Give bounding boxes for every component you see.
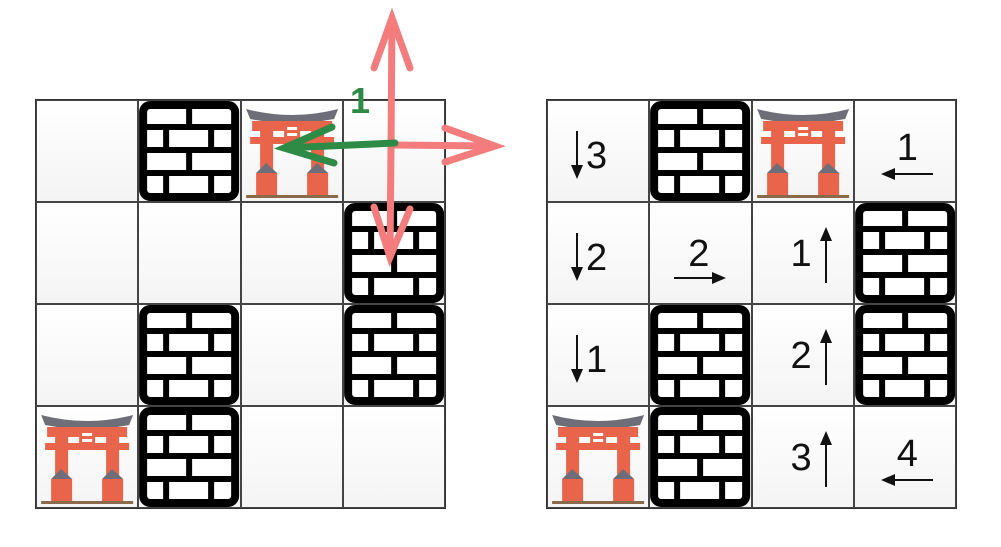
- cell-r0-c2-gate: [240, 100, 343, 202]
- step-number: 1: [586, 339, 608, 381]
- cell-r2-c2-empty: [240, 304, 343, 406]
- cell-r0-c0-empty: [36, 100, 139, 202]
- torii-gate-icon: [41, 415, 134, 504]
- arrow-down-icon: [571, 131, 583, 179]
- cell-r1-c1-empty: 2: [649, 202, 752, 304]
- arrow-left-icon: [880, 474, 933, 486]
- step-number: 2: [790, 335, 812, 377]
- right-grid: 3 1 2 2 1 1 2 3 4: [546, 99, 957, 509]
- brick-wall-icon: [650, 305, 751, 405]
- cell-r3-c3-empty: [342, 406, 445, 508]
- arrow-down-icon: [571, 233, 583, 281]
- cell-r3-c1-wall: [649, 406, 752, 508]
- step-number: 1: [790, 233, 812, 275]
- cell-r2-c1-wall: [649, 304, 752, 406]
- arrow-up-icon: [819, 227, 832, 283]
- green-step-label: 1: [350, 80, 371, 121]
- cell-r0-c1-wall: [138, 100, 241, 202]
- cell-r1-c1-empty: [138, 202, 241, 304]
- cell-r0-c1-wall: [649, 100, 752, 202]
- arrow-right-icon: [674, 272, 727, 284]
- step-number: 3: [586, 135, 608, 177]
- cell-r3-c2-empty: 3: [751, 406, 854, 508]
- cell-r3-c2-empty: [240, 406, 343, 508]
- cell-r1-c3-wall: [342, 202, 445, 304]
- step-number: 2: [688, 233, 710, 275]
- cell-r2-c1-wall: [138, 304, 241, 406]
- arrow-up-icon: [819, 329, 832, 385]
- cell-r1-c3-wall: [853, 202, 956, 304]
- brick-wall-icon: [139, 305, 240, 405]
- torii-gate-icon: [245, 109, 338, 198]
- cell-r2-c0-empty: 1: [547, 304, 650, 406]
- cell-r2-c3-wall: [853, 304, 956, 406]
- cell-r0-c0-empty: 3: [547, 100, 650, 202]
- brick-wall-icon: [139, 407, 240, 507]
- step-number: 1: [896, 127, 918, 169]
- brick-wall-icon: [854, 203, 955, 303]
- cell-r3-c0-gate: [36, 406, 139, 508]
- cell-r1-c2-empty: [240, 202, 343, 304]
- cell-r1-c0-empty: 2: [547, 202, 650, 304]
- cell-r3-c3-empty: 4: [853, 406, 956, 508]
- left-grid: [35, 99, 446, 509]
- cell-r3-c0-gate: [547, 406, 650, 508]
- cell-r3-c1-wall: [138, 406, 241, 508]
- cell-r2-c0-empty: [36, 304, 139, 406]
- torii-gate-icon: [756, 109, 849, 198]
- brick-wall-icon: [343, 305, 444, 405]
- brick-wall-icon: [650, 407, 751, 507]
- arrow-down-icon: [571, 335, 583, 383]
- step-number: 2: [586, 237, 608, 279]
- cell-r0-c3-empty: 1: [853, 100, 956, 202]
- cell-r2-c2-empty: 2: [751, 304, 854, 406]
- cell-r2-c3-wall: [342, 304, 445, 406]
- arrow-up-icon: [819, 431, 832, 487]
- step-number: 3: [790, 437, 812, 479]
- arrow-left-icon: [880, 168, 933, 180]
- brick-wall-icon: [854, 305, 955, 405]
- brick-wall-icon: [343, 203, 444, 303]
- step-number: 4: [896, 433, 918, 475]
- cell-r1-c2-empty: 1: [751, 202, 854, 304]
- brick-wall-icon: [650, 101, 751, 201]
- cell-r0-c2-gate: [751, 100, 854, 202]
- brick-wall-icon: [139, 101, 240, 201]
- torii-gate-icon: [552, 415, 645, 504]
- cell-r1-c0-empty: [36, 202, 139, 304]
